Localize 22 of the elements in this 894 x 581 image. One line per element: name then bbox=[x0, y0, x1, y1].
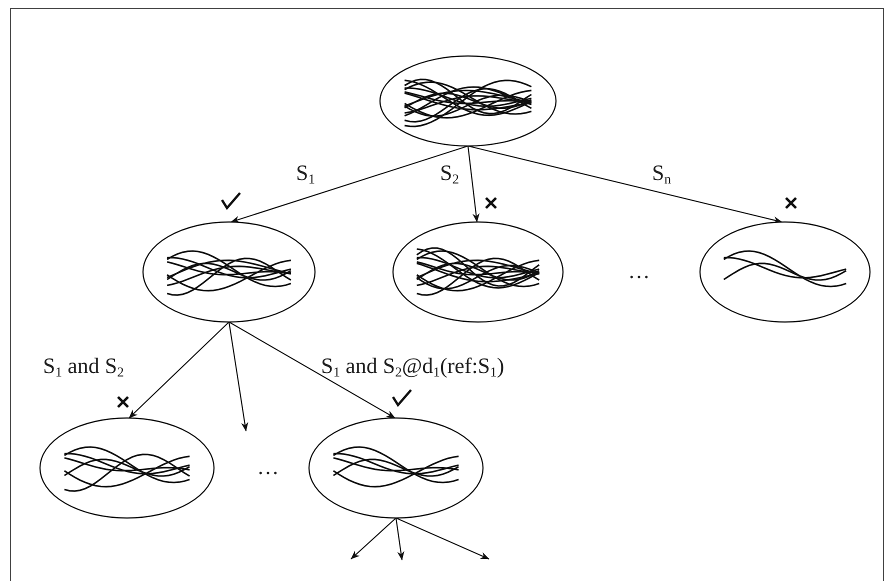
edge-label: S$_{n}$ bbox=[652, 162, 672, 186]
ellipsis-text: … bbox=[257, 456, 279, 478]
curve-bundle-ellipse bbox=[307, 416, 485, 520]
arrow bbox=[468, 145, 782, 224]
arrow bbox=[228, 322, 396, 418]
edge-label: S$_{1}$ and S$_{2}$ bbox=[43, 355, 124, 380]
arrow bbox=[396, 518, 490, 560]
curve-bundle-ellipse bbox=[698, 220, 872, 324]
arrow bbox=[350, 518, 396, 560]
edge-label: S$_{1}$ and S$_{2}$@d$_{1}$(ref:S$_{1}$) bbox=[321, 355, 504, 380]
arrow bbox=[230, 145, 468, 223]
arrow bbox=[395, 518, 404, 560]
curve-bundle-ellipse bbox=[391, 220, 565, 324]
curve-bundle-ellipse bbox=[378, 54, 558, 148]
edge-label: S$_{1}$ bbox=[296, 162, 316, 186]
arrow bbox=[128, 322, 230, 418]
arrow bbox=[467, 146, 480, 222]
curve-bundle-ellipse bbox=[141, 220, 317, 324]
ellipsis-text: … bbox=[628, 260, 650, 282]
arrow bbox=[228, 322, 248, 432]
curve-bundle-ellipse bbox=[38, 416, 216, 520]
edge-label: S$_{2}$ bbox=[440, 162, 460, 186]
